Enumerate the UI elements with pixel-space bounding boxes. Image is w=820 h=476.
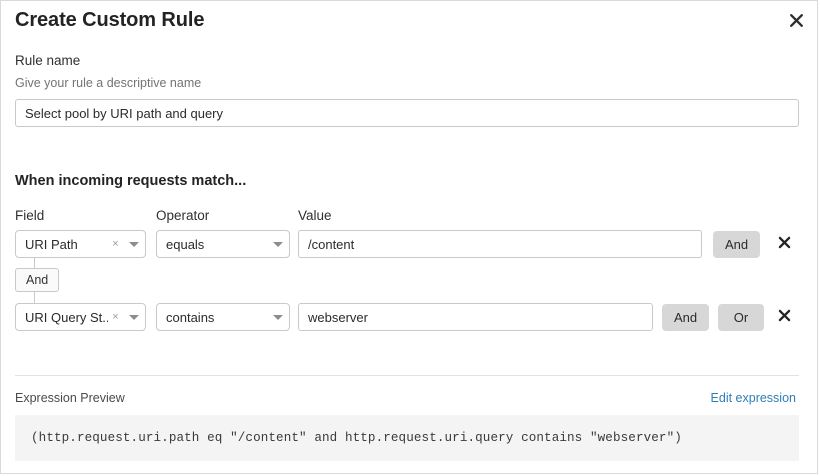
or-button-row-2[interactable]: Or xyxy=(718,304,764,331)
expression-preview-text: (http.request.uri.path eq "/content" and… xyxy=(31,431,682,445)
value-input-row-1[interactable] xyxy=(298,230,702,258)
value-input-row-2[interactable] xyxy=(298,303,653,331)
field-select-row-2-value: URI Query St... xyxy=(25,309,108,325)
rule-name-hint: Give your rule a descriptive name xyxy=(15,76,202,90)
field-select-row-2[interactable]: URI Query St... × xyxy=(15,303,146,331)
and-button-row-1[interactable]: And xyxy=(713,231,761,258)
operator-select-row-2[interactable]: contains xyxy=(156,303,290,331)
close-icon xyxy=(789,13,804,28)
group-connector-top xyxy=(34,258,35,269)
close-icon xyxy=(778,236,791,254)
delete-row-2-button[interactable] xyxy=(774,308,794,328)
conditions-heading: When incoming requests match... xyxy=(15,173,247,189)
page-title: Create Custom Rule xyxy=(15,9,205,31)
close-dialog-button[interactable] xyxy=(783,7,809,33)
chevron-down-icon[interactable] xyxy=(123,241,145,247)
delete-row-1-button[interactable] xyxy=(774,235,794,255)
section-divider xyxy=(15,375,799,376)
and-button-row-2[interactable]: And xyxy=(662,304,710,331)
group-operator-badge[interactable]: And xyxy=(15,268,60,292)
clear-icon[interactable]: × xyxy=(112,310,119,323)
chevron-down-icon[interactable] xyxy=(267,241,289,247)
edit-expression-link[interactable]: Edit expression xyxy=(710,391,796,405)
expression-preview-label: Expression Preview xyxy=(15,391,125,405)
chevron-down-icon[interactable] xyxy=(267,314,289,320)
operator-select-row-1-value: equals xyxy=(166,236,205,252)
field-select-row-1-value: URI Path xyxy=(25,236,78,252)
column-header-field: Field xyxy=(15,208,45,223)
rule-name-input[interactable] xyxy=(15,99,799,127)
operator-select-row-1[interactable]: equals xyxy=(156,230,290,258)
group-connector-bottom xyxy=(34,292,35,303)
operator-select-row-2-value: contains xyxy=(166,309,215,325)
clear-icon[interactable]: × xyxy=(112,237,119,250)
expression-preview-box: (http.request.uri.path eq "/content" and… xyxy=(15,415,799,461)
field-select-row-1[interactable]: URI Path × xyxy=(15,230,146,258)
column-header-operator: Operator xyxy=(156,208,210,223)
rule-name-label: Rule name xyxy=(15,53,81,68)
close-icon xyxy=(778,309,791,327)
chevron-down-icon[interactable] xyxy=(123,314,145,320)
column-header-value: Value xyxy=(298,208,332,223)
